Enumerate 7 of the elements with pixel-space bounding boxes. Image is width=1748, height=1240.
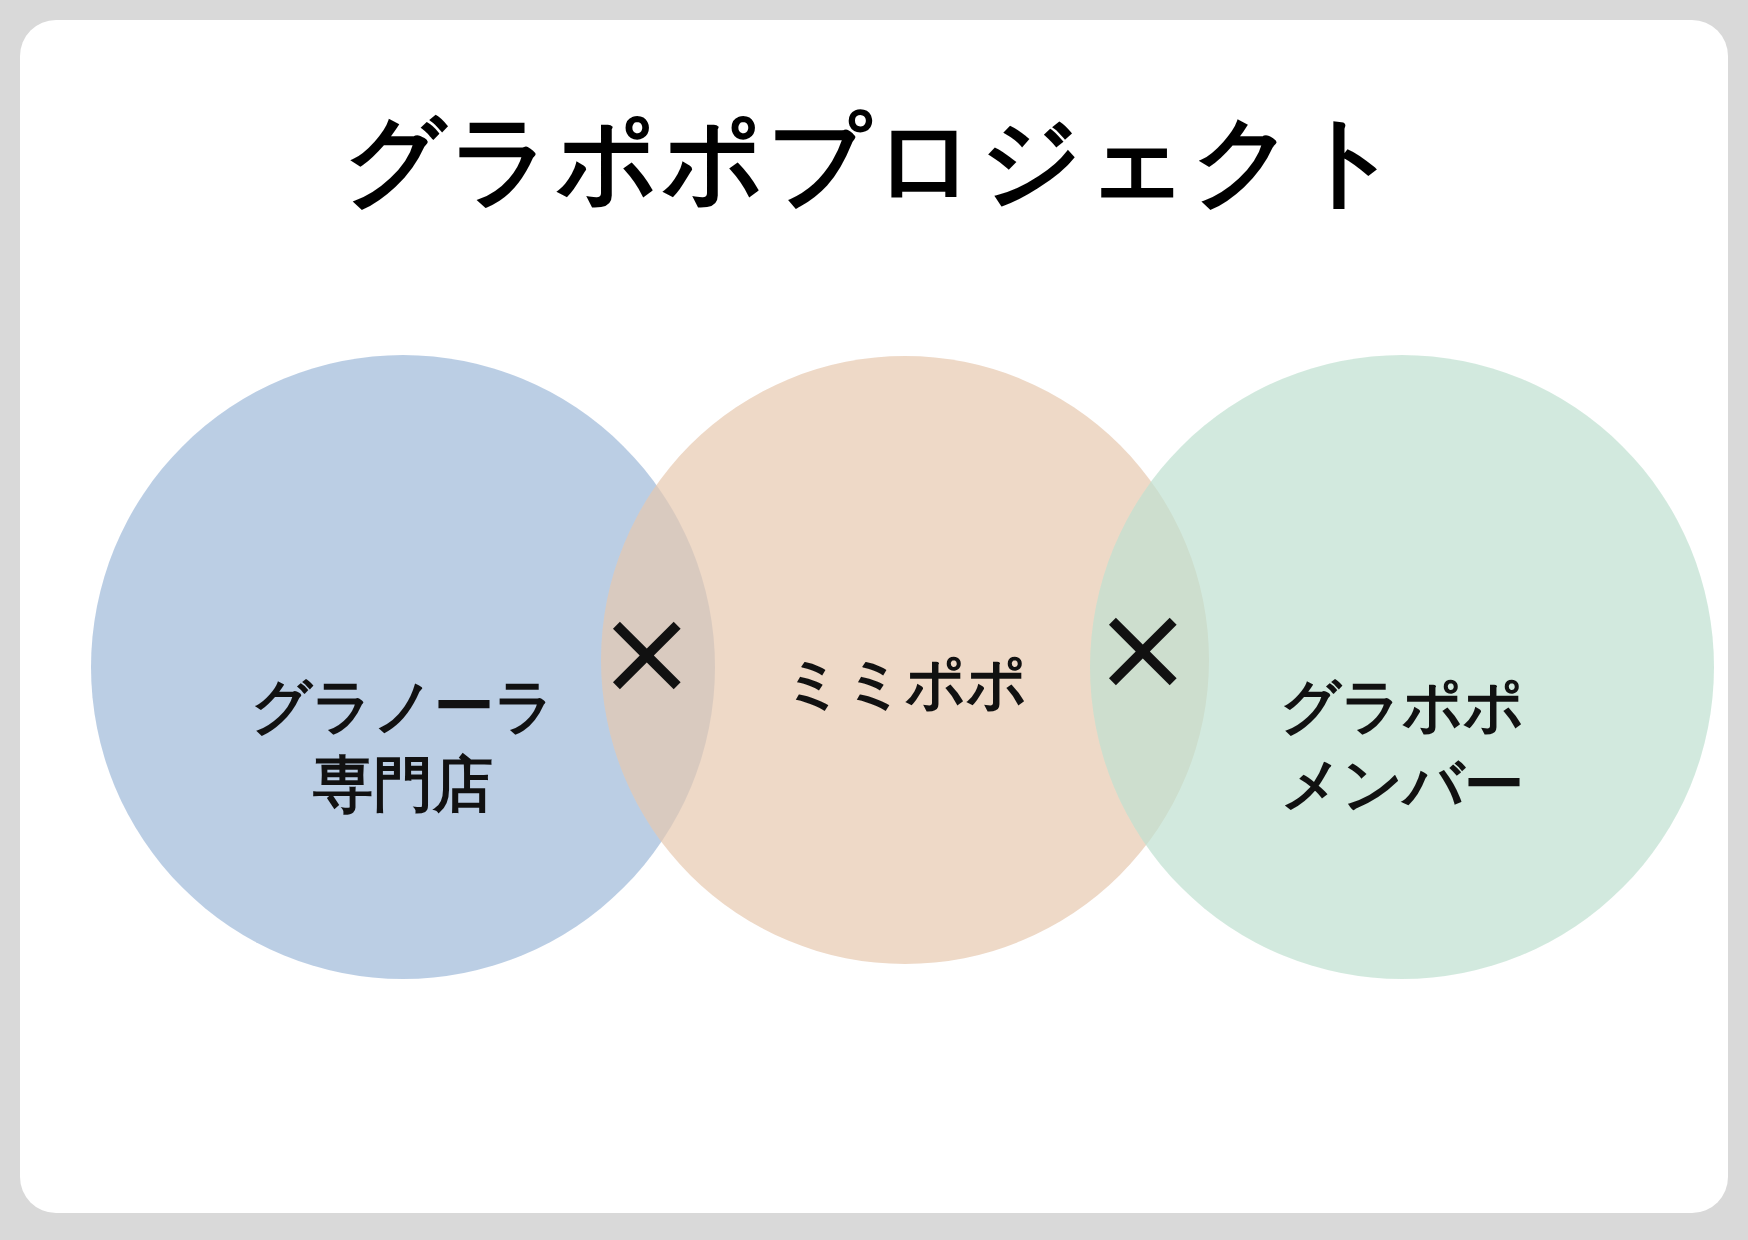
circle-label: ミミポポ (782, 647, 1028, 720)
multiply-sign: × (1092, 588, 1194, 708)
multiply-sign: × (596, 592, 698, 712)
venn-circle (1090, 355, 1714, 979)
circle-label: グラポポメンバー (1279, 670, 1525, 821)
title: グラポポプロジェクト (343, 101, 1405, 221)
circle-label: グラノーラ専門店 (250, 670, 556, 821)
